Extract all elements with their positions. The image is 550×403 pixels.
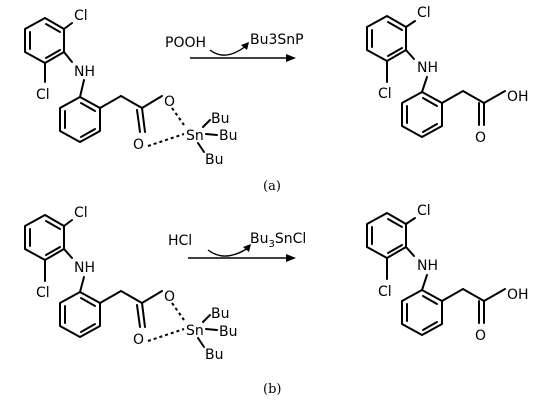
amine-label: NH <box>74 260 95 276</box>
chlorine-label: Cl <box>378 284 392 300</box>
amine-label: NH <box>74 64 95 80</box>
oxygen-label: O <box>475 328 486 344</box>
chlorine-label: Cl <box>36 285 50 301</box>
hydroxyl-label: OH <box>507 89 529 105</box>
reagent-label: HCl <box>168 233 192 249</box>
butyl-label: Bu <box>211 111 229 127</box>
oxygen-label: O <box>164 289 175 305</box>
product-a: Cl Cl NH OH O <box>366 5 529 146</box>
panel-label: (b) <box>263 382 281 397</box>
butyl-label: Bu <box>205 347 223 363</box>
reaction-arrow: HCl Bu3SnCl <box>168 231 306 262</box>
reaction-a: Cl Cl NH O O Sn Bu <box>24 5 529 194</box>
oxygen-label: O <box>475 130 486 146</box>
butyl-label: Bu <box>205 152 223 168</box>
reactant-a: Cl Cl NH O O Sn Bu <box>24 8 237 168</box>
tin-label: Sn <box>186 128 204 144</box>
amine-label: NH <box>417 258 438 274</box>
reactant-b: Cl Cl NH O O Sn Bu Bu Bu <box>24 205 237 363</box>
butyl-label: Bu <box>211 306 229 322</box>
byproduct-part: SnCl <box>275 231 306 247</box>
chlorine-label: Cl <box>417 203 431 219</box>
reaction-b: Cl Cl NH O O Sn Bu Bu Bu <box>24 203 529 397</box>
butyl-label: Bu <box>219 324 237 340</box>
oxygen-label: O <box>133 137 144 153</box>
panel-label: (a) <box>263 179 281 194</box>
chlorine-label: Cl <box>417 5 431 21</box>
byproduct-subscript: 3 <box>268 239 274 250</box>
tin-label: Sn <box>186 323 204 339</box>
chlorine-label: Cl <box>74 205 88 221</box>
chlorine-label: Cl <box>378 86 392 102</box>
product-b: Cl Cl NH OH O <box>366 203 529 344</box>
amine-label: NH <box>417 60 438 76</box>
butyl-label: Bu <box>219 128 237 144</box>
byproduct-part: Bu <box>250 231 268 247</box>
chlorine-label: Cl <box>74 8 88 24</box>
oxygen-label: O <box>133 332 144 348</box>
oxygen-label: O <box>164 94 175 110</box>
reagent-label: POOH <box>165 35 206 51</box>
byproduct-label: Bu3SnP <box>250 32 304 48</box>
reaction-arrow: POOH Bu3SnP <box>165 32 304 62</box>
chlorine-label: Cl <box>36 87 50 103</box>
byproduct-label: Bu3SnCl <box>250 231 306 250</box>
hydroxyl-label: OH <box>507 287 529 303</box>
